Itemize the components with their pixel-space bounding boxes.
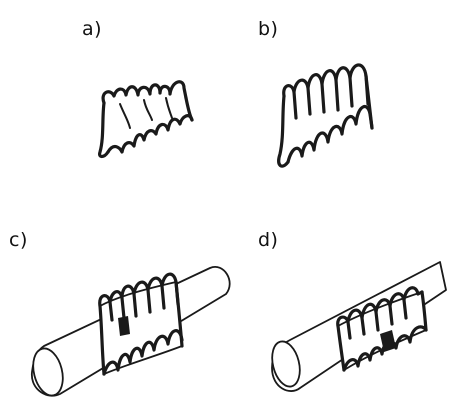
panel-d-assembly	[271, 261, 447, 392]
panel-b-fingers-top	[292, 74, 370, 120]
panel-b-sheet	[277, 63, 374, 168]
panel-a-back-edge	[184, 96, 194, 122]
panel-b-front-edge	[277, 94, 290, 168]
panel-b-bottom-fringe	[286, 105, 374, 164]
panel-a-sheet	[98, 80, 194, 159]
panel-c-shaded-gap	[118, 316, 130, 336]
panel-d-rod-end	[271, 340, 301, 388]
panel-b-back-edge	[364, 74, 374, 130]
panel-a-top-fringe	[101, 80, 188, 105]
panel-d-shaded-gap	[380, 330, 396, 352]
panel-label-b: b)	[258, 18, 279, 40]
panel-label-a: a)	[82, 18, 103, 40]
panel-a-front-edge	[98, 101, 110, 159]
panel-d-bottom-fringe	[342, 325, 428, 372]
panel-a-inner-fold	[119, 97, 173, 129]
panel-d-fingers	[346, 298, 408, 340]
panel-c-sheet-edges	[98, 280, 184, 376]
panel-label-d: d)	[258, 229, 279, 251]
panel-c-bottom-fringe	[102, 329, 184, 376]
panel-a-bottom-fringe	[106, 114, 194, 154]
panel-b-top-fringe	[282, 63, 368, 98]
panel-c-assembly	[31, 266, 231, 397]
panel-c-rod-end	[32, 347, 64, 397]
panel-d-sheet-edges	[336, 290, 428, 372]
panel-label-c: c)	[9, 229, 28, 251]
panel-c-fingers	[108, 280, 180, 322]
